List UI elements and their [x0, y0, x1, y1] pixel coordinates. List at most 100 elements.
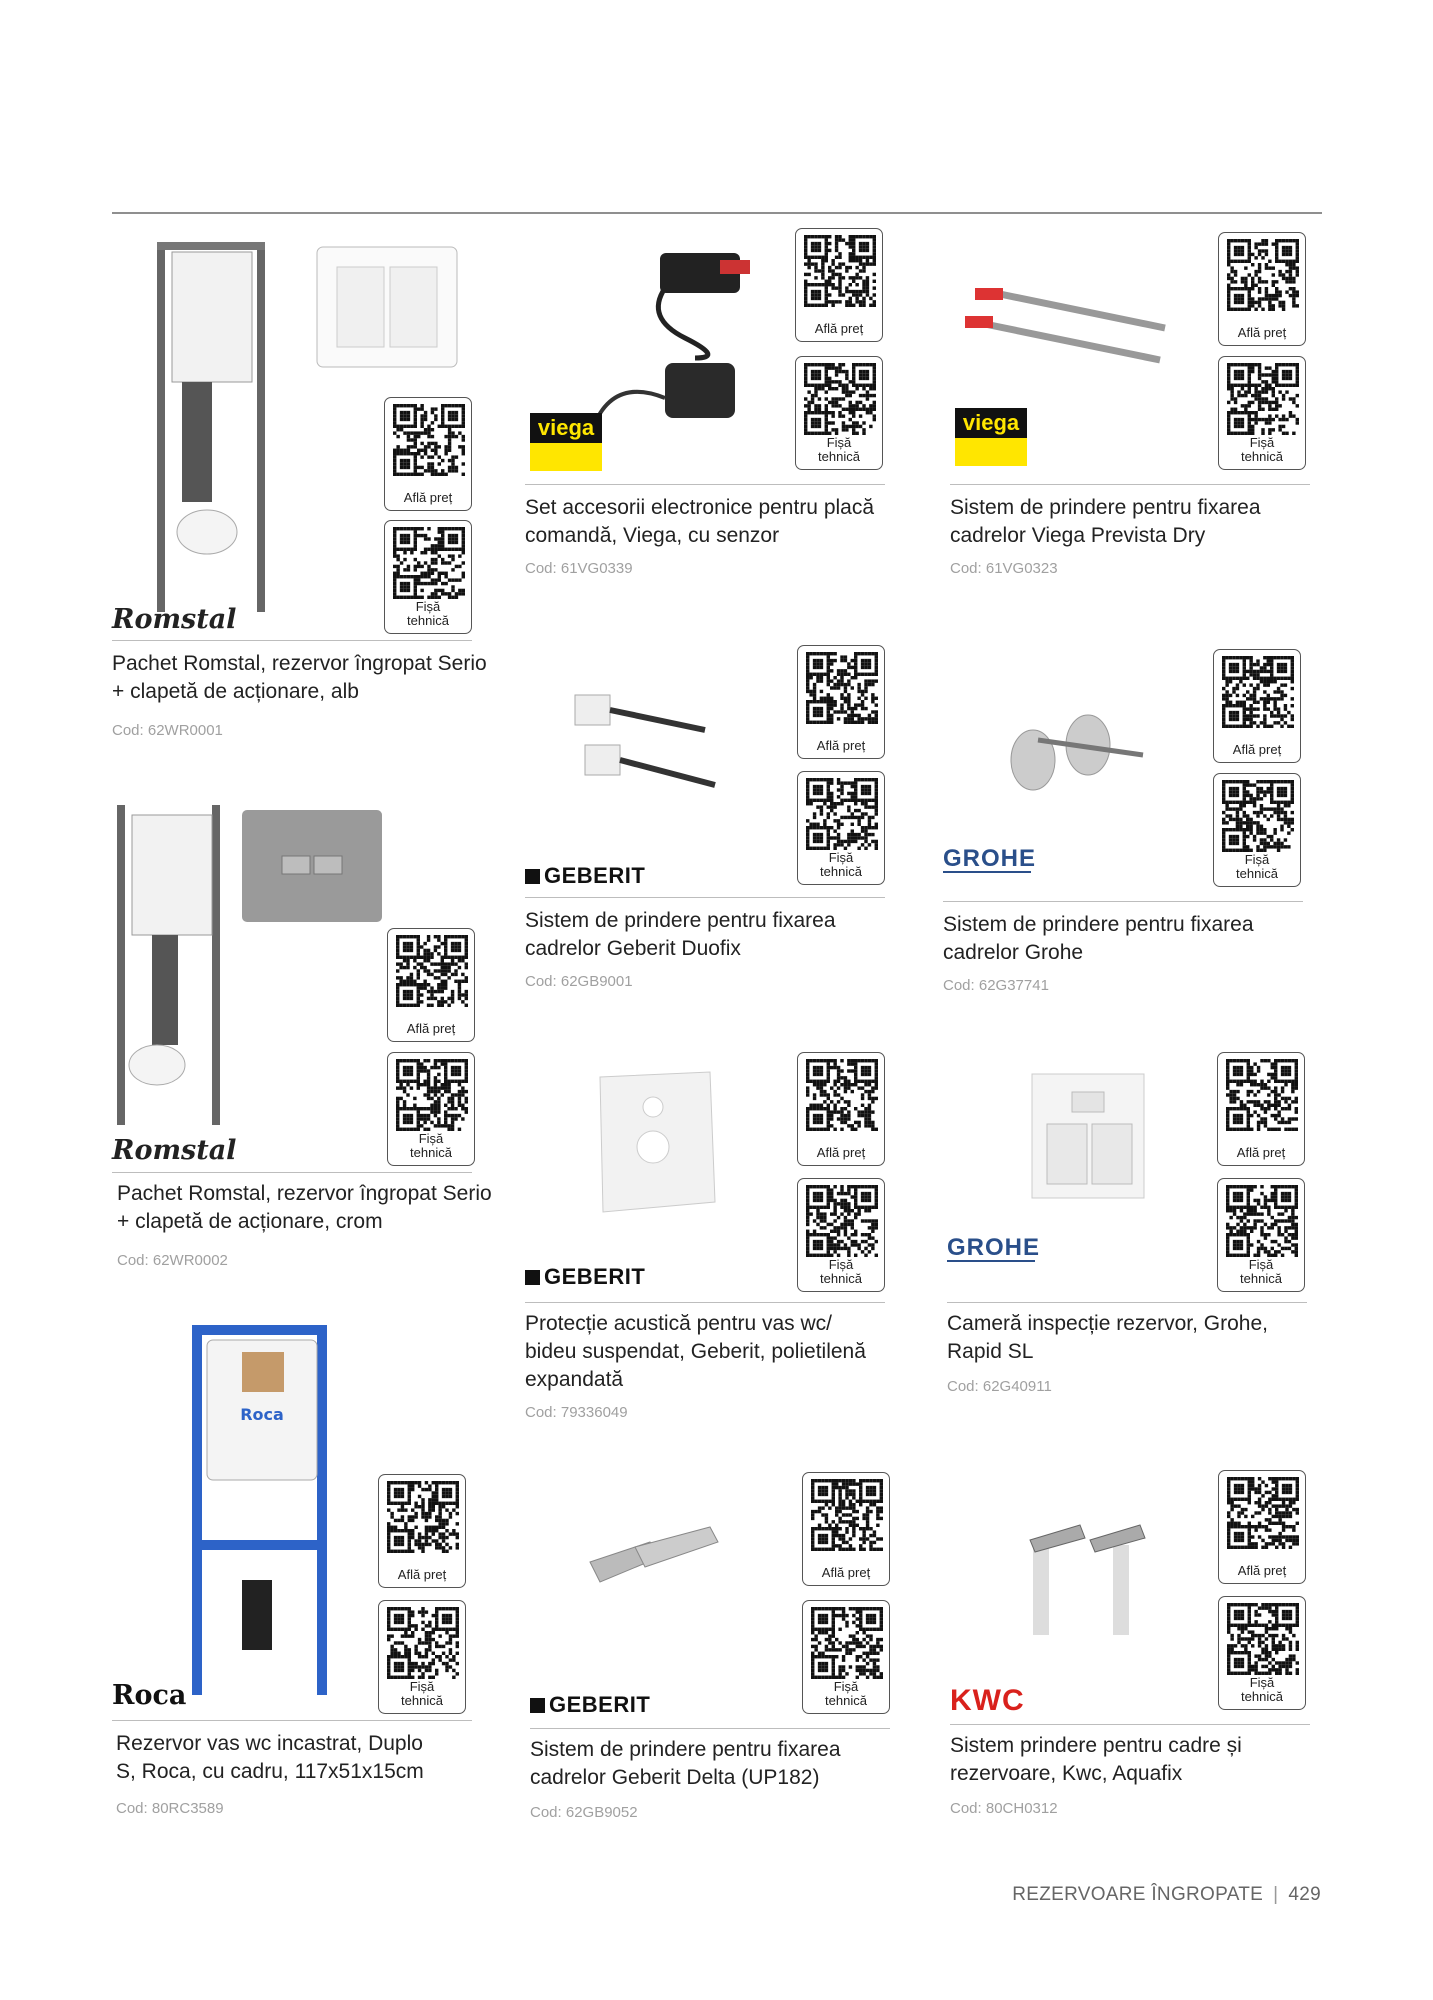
- product-title: Protecție acustică pentru vas wc/bideu s…: [525, 1312, 866, 1391]
- product-image: [1031, 1073, 1145, 1199]
- card-divider: [525, 1302, 885, 1303]
- product-code: Cod: 62G37741: [943, 977, 1049, 994]
- product-code: Cod: 79336049: [525, 1404, 628, 1421]
- product-image: [589, 1526, 719, 1583]
- brand-logo-geberit: GEBERIT: [525, 1264, 645, 1290]
- qr-pattern: [1222, 780, 1294, 852]
- page-number: 429: [1288, 1884, 1321, 1905]
- product-code: Cod: 62GB9001: [525, 973, 633, 990]
- product-title: Pachet Romstal, rezervor îngropat Serio+…: [112, 652, 487, 703]
- product-image: [1029, 1524, 1146, 1635]
- brand-logo-viega: viega: [955, 408, 1027, 466]
- qr-pattern: [393, 527, 465, 599]
- product-image: [157, 242, 458, 612]
- qr-pattern: [806, 1059, 878, 1131]
- price-qr-code[interactable]: Află preț: [384, 397, 472, 511]
- qr-pattern: [396, 935, 468, 1007]
- qr-pattern: [396, 1059, 468, 1131]
- price-qr-code[interactable]: Află preț: [797, 1052, 885, 1166]
- brand-logo-geberit: GEBERIT: [525, 863, 645, 889]
- brand-logo-geberit: GEBERIT: [530, 1692, 650, 1718]
- brand-logo-viega: viega: [530, 413, 602, 471]
- product-image: [1010, 714, 1144, 791]
- qr-pattern: [387, 1481, 459, 1553]
- page-footer: REZERVOARE ÎNGROPATE | 429: [1012, 1884, 1321, 1906]
- qr-pattern: [804, 363, 876, 435]
- qr-pattern: [811, 1607, 883, 1679]
- top-rule: [112, 212, 1322, 214]
- product-code: Cod: 61VG0339: [525, 560, 633, 577]
- qr-pattern: [804, 235, 876, 307]
- product-code: Cod: 62WR0002: [117, 1252, 228, 1269]
- price-qr-code[interactable]: Află preț: [1213, 649, 1301, 763]
- product-image: [965, 288, 1166, 364]
- brand-logo-kwc: KWC: [950, 1684, 1025, 1717]
- brand-logo-roca: Roca: [112, 1680, 187, 1711]
- card-divider: [525, 484, 885, 485]
- brand-logo-grohe: GROHE: [947, 1234, 1041, 1261]
- price-qr-code[interactable]: Află preț: [387, 928, 475, 1042]
- qr-pattern: [806, 778, 878, 850]
- price-qr-code[interactable]: Află preț: [1218, 232, 1306, 346]
- product-title: Cameră inspecție rezervor, Grohe,Rapid S…: [947, 1312, 1268, 1363]
- card-divider: [112, 640, 472, 641]
- card-divider: [947, 1302, 1307, 1303]
- card-divider: [112, 1172, 472, 1173]
- qr-pattern: [806, 1185, 878, 1257]
- product-image: [599, 1071, 716, 1213]
- price-qr-code[interactable]: Află preț: [1218, 1470, 1306, 1584]
- price-qr-code[interactable]: Află preț: [795, 228, 883, 342]
- card-divider: [950, 484, 1310, 485]
- product-title: Pachet Romstal, rezervor îngropat Serio+…: [117, 1182, 492, 1233]
- qr-pattern: [1227, 1477, 1299, 1549]
- brand-logo-grohe: GROHE: [943, 845, 1037, 872]
- price-qr-code[interactable]: Află preț: [1217, 1052, 1305, 1166]
- price-qr-code[interactable]: Află preț: [802, 1472, 890, 1586]
- footer-separator: |: [1273, 1884, 1279, 1905]
- svg-text:Roca: Roca: [240, 1405, 284, 1424]
- qr-pattern: [1226, 1059, 1298, 1131]
- qr-pattern: [1226, 1185, 1298, 1257]
- qr-pattern: [1227, 1603, 1299, 1675]
- brand-logo-romstal: Romstal: [112, 604, 237, 635]
- product-code: Cod: 80CH0312: [950, 1800, 1058, 1817]
- product-code: Cod: 80RC3589: [116, 1800, 224, 1817]
- product-image: Roca: [192, 1325, 327, 1695]
- qr-pattern: [1227, 363, 1299, 435]
- card-divider: [112, 1720, 472, 1721]
- section-name: REZERVOARE ÎNGROPATE: [1012, 1884, 1264, 1905]
- brand-logo-romstal: Romstal: [112, 1135, 237, 1166]
- qr-pattern: [393, 404, 465, 476]
- qr-pattern: [387, 1607, 459, 1679]
- card-divider: [530, 1728, 890, 1729]
- price-qr-code[interactable]: Află preț: [797, 645, 885, 759]
- price-qr-code[interactable]: Află preț: [378, 1474, 466, 1588]
